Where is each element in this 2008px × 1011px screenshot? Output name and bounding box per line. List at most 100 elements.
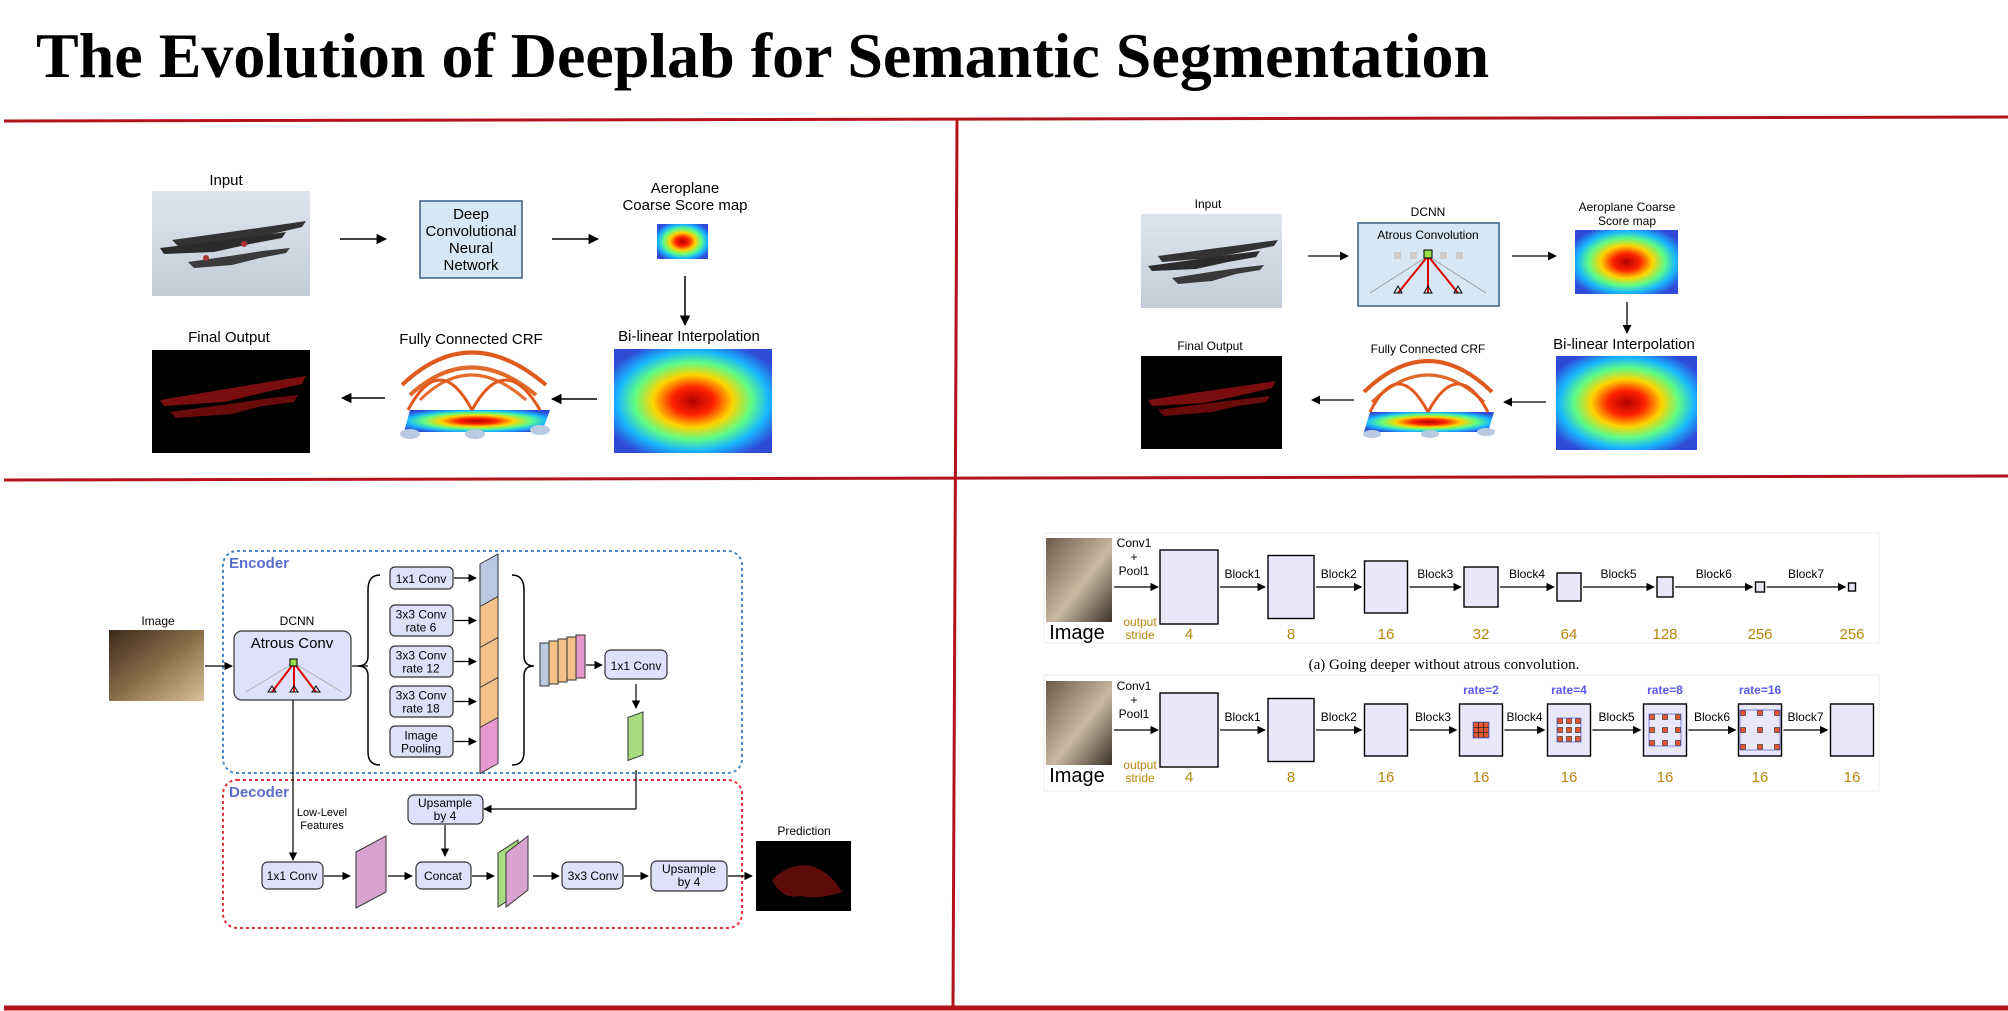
v3-row-a-block-label: Block7 xyxy=(1788,567,1824,581)
v3p-prediction-label: Prediction xyxy=(777,824,830,838)
panel-dividers xyxy=(3,115,2008,1011)
decoder-label: Decoder xyxy=(229,784,289,801)
aspp-branch-box xyxy=(389,604,454,637)
v3p-atrous-label: Atrous Conv xyxy=(251,635,334,652)
v3p-decoder-1x1-conv xyxy=(261,861,324,890)
v2-crf-label: Fully Connected CRF xyxy=(1371,342,1486,356)
v3-row-b-atrous-tap xyxy=(1757,744,1763,750)
v1-crf-graph xyxy=(400,350,550,439)
encoder-label: Encoder xyxy=(229,555,289,572)
v3-row-b-atrous-tap xyxy=(1774,727,1780,733)
v3-row-b-output-stride-value: 8 xyxy=(1287,769,1295,786)
v3-row-b-atrous-tap xyxy=(1557,727,1563,733)
v3-row-b-atrous-tap xyxy=(1740,727,1746,733)
v2-atrous-kernel-icon xyxy=(1369,249,1487,294)
v3-row-b-output-stride-value: 4 xyxy=(1185,769,1193,786)
v2-bilinear-map xyxy=(1556,356,1697,450)
v3-row-b-atrous-tap xyxy=(1483,727,1489,733)
v3-row-a-image-label: Image xyxy=(1049,622,1105,644)
encoder-region xyxy=(222,550,743,774)
v3-row-a-layer-box xyxy=(1847,582,1857,592)
page-title: The Evolution of Deeplab for Semantic Se… xyxy=(36,20,1490,91)
v3-row-b-layer-box xyxy=(1159,692,1219,768)
decoder-region xyxy=(222,779,743,929)
v1-input-image xyxy=(152,191,310,296)
v3-row-b-output-stride-value: 16 xyxy=(1752,769,1769,786)
v3-row-b-atrous-tap xyxy=(1575,727,1581,733)
v3p-decoder-1x1-conv-label: 1x1 Conv xyxy=(267,869,318,883)
v3p-concat-label: Concat xyxy=(424,869,463,883)
v3-row-b-atrous-tap xyxy=(1566,727,1572,733)
v3-row-b-atrous-tap xyxy=(1557,718,1563,724)
v3-row-b-output-stride-value: 16 xyxy=(1844,769,1861,786)
v3-row-b-atrous-tap xyxy=(1649,740,1655,746)
v3-row-b-atrous-tap xyxy=(1774,710,1780,716)
aspp-branch-box xyxy=(389,725,454,758)
v3-row-a-block-label: Block4 xyxy=(1509,567,1545,581)
v3-row-b-output-stride-value: 16 xyxy=(1378,769,1395,786)
v1-bilinear-map xyxy=(614,349,772,453)
v3-row-b-stem-label: Conv1+Pool1 xyxy=(1117,679,1152,721)
v3-row-a-output-stride-value: 8 xyxy=(1287,626,1295,643)
v3-row-a-block-label: Block3 xyxy=(1417,567,1453,581)
v2-crf-graph xyxy=(1362,359,1495,438)
v3-row-b-atrous-tap xyxy=(1473,722,1479,728)
v3-row-b-atrous-tap xyxy=(1675,727,1681,733)
v3p-atrous-kernel-icon xyxy=(245,658,343,693)
v3-row-a-output-stride-value: 128 xyxy=(1652,626,1677,643)
v3-row-b-atrous-tap xyxy=(1478,732,1484,738)
v1-crf-label: Fully Connected CRF xyxy=(399,331,542,348)
v3-row-b-atrous-extent xyxy=(1648,713,1682,747)
v3-row-b-layer-box xyxy=(1267,697,1315,763)
v3-row-a-output-stride-value: 16 xyxy=(1378,626,1395,643)
v3-row-b-layer-box xyxy=(1458,703,1504,757)
aspp-branch-box xyxy=(389,685,454,718)
v3p-dcnn-title: DCNN xyxy=(280,614,315,628)
aspp-branch-box xyxy=(389,645,454,678)
v3-row-b-atrous-tap xyxy=(1675,740,1681,746)
aspp-branch-label: 1x1 Conv xyxy=(396,572,447,586)
aspp-branch-feature xyxy=(479,716,499,775)
v3p-encoder-1x1-conv-label: 1x1 Conv xyxy=(611,659,662,673)
v3-row-b-atrous-tap xyxy=(1566,736,1572,742)
v3-row-b-atrous-extent xyxy=(1739,709,1781,751)
v3-row-b-block-label: Block1 xyxy=(1224,710,1260,724)
v3-row-b-block-label: Block7 xyxy=(1787,710,1823,724)
v2-final-output xyxy=(1141,356,1282,449)
v3-row-b-atrous-tap xyxy=(1478,727,1484,733)
v3-caption-a: (a) Going deeper without atrous convolut… xyxy=(1309,657,1580,673)
v3-row-a-layer-box xyxy=(1363,560,1409,614)
aspp-concat-features xyxy=(539,634,586,687)
v3p-prediction-image xyxy=(756,841,851,911)
v3-row-a-output-stride-value: 256 xyxy=(1747,626,1772,643)
v3-row-b-atrous-tap xyxy=(1473,732,1479,738)
v3-row-b-block-label: Block5 xyxy=(1598,710,1634,724)
v1-final-label: Final Output xyxy=(188,329,271,346)
v3-row-b-block-label: Block4 xyxy=(1506,710,1542,724)
v3-row-b-rate-label: rate=2 xyxy=(1463,683,1499,697)
v3p-encoder-1x1-conv xyxy=(604,649,668,680)
v3-row-a-image xyxy=(1046,538,1112,622)
v3-row-b-atrous-tap xyxy=(1483,732,1489,738)
v3p-3x3-conv xyxy=(561,861,624,890)
v3-row-a-layer-box xyxy=(1656,576,1674,598)
v3-row-b-block-label: Block2 xyxy=(1321,710,1357,724)
v3-row-b-atrous-extent xyxy=(1472,721,1490,739)
v3p-image-label: Image xyxy=(141,614,175,628)
v3p-upsample-top xyxy=(407,794,484,825)
v3-row-b-atrous-tap xyxy=(1757,710,1763,716)
v3-row-b-atrous-tap xyxy=(1649,714,1655,720)
v3-row-b-block-label: Block3 xyxy=(1415,710,1451,724)
